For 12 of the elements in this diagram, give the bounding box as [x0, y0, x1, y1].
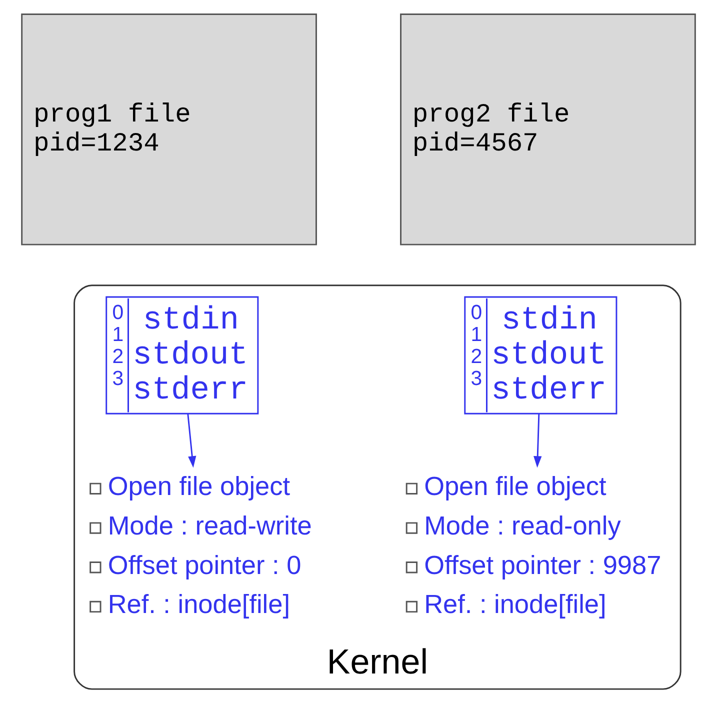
node-box: prog2 file pid=4567 [400, 14, 696, 246]
node-label: Offset pointer : 0 [108, 550, 302, 580]
node-label: Open file object [108, 471, 290, 502]
node-label: Open file object [424, 471, 606, 502]
node-label: Ref. : inode[file] [108, 589, 290, 620]
node-label: Mode : read-only [424, 510, 621, 540]
node-label: Offset pointer : 9987 [424, 550, 662, 580]
node-label: Ref. : inode[file] [424, 589, 606, 620]
arrow [534, 414, 542, 468]
node-label: Mode : read-write [108, 510, 312, 540]
arrow [187, 414, 196, 468]
node-box: prog1 file pid=1234 [21, 14, 317, 246]
